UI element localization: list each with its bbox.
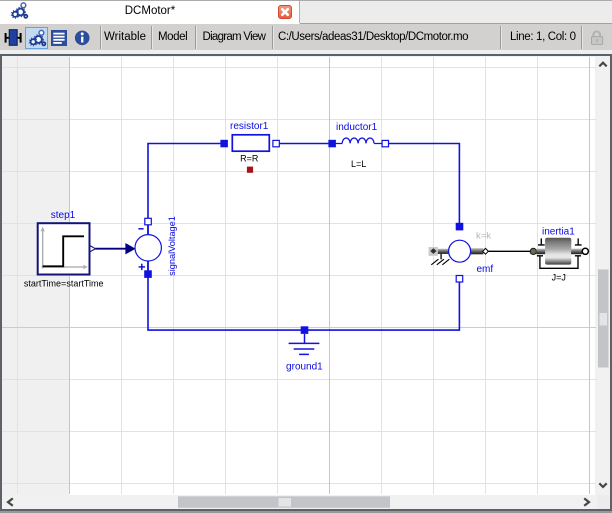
svg-text:L=L: L=L [351, 159, 366, 169]
svg-text:resistor1: resistor1 [230, 121, 269, 132]
svg-text:J=J: J=J [552, 273, 566, 283]
svg-text:emf: emf [476, 264, 493, 275]
svg-text:inertia1: inertia1 [542, 227, 575, 238]
svg-text:signalVoltage1: signalVoltage1 [167, 216, 177, 276]
svg-text:R=R: R=R [240, 153, 259, 163]
svg-text:startTime=startTime: startTime=startTime [24, 279, 104, 289]
svg-text:ground1: ground1 [286, 362, 323, 373]
svg-text:inductor1: inductor1 [336, 122, 378, 133]
svg-text:step1: step1 [51, 210, 76, 221]
svg-text:k=k: k=k [476, 230, 491, 241]
